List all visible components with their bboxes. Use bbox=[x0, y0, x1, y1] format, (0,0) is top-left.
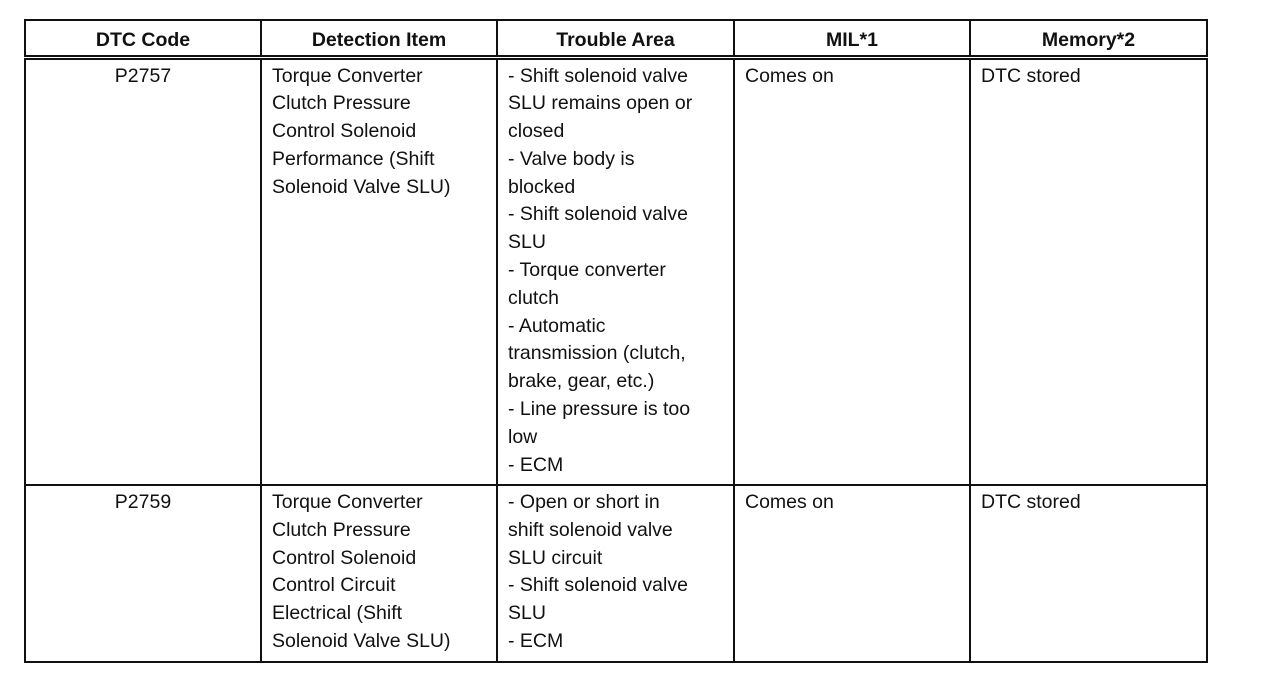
detection-line: Solenoid Valve SLU) bbox=[272, 629, 451, 652]
detection-line: Solenoid Valve SLU) bbox=[272, 175, 451, 198]
trouble-line: brake, gear, etc.) bbox=[508, 370, 655, 393]
trouble-line: SLU bbox=[508, 231, 546, 254]
trouble-line: clutch bbox=[508, 286, 559, 309]
header-mil: MIL*1 bbox=[733, 19, 971, 58]
table-row: P2757 Torque Converter Clutch Pressure C… bbox=[24, 54, 1208, 486]
trouble-area-cell: - Open or short in shift solenoid valve … bbox=[496, 484, 735, 663]
mil-cell: Comes on bbox=[733, 54, 971, 486]
detection-line: Clutch Pressure bbox=[272, 518, 411, 541]
trouble-line: - Shift solenoid valve bbox=[508, 64, 688, 87]
dtc-table: DTC Code Detection Item Trouble Area MIL… bbox=[24, 19, 1208, 663]
header-row: DTC Code Detection Item Trouble Area MIL… bbox=[24, 19, 1208, 58]
trouble-line: low bbox=[508, 425, 538, 448]
memory-cell: DTC stored bbox=[969, 54, 1208, 486]
trouble-line: closed bbox=[508, 120, 565, 143]
trouble-line: - Torque converter bbox=[508, 259, 666, 282]
header-trouble-area: Trouble Area bbox=[496, 19, 735, 58]
dtc-code-cell: P2759 bbox=[24, 484, 262, 663]
table-body: P2757 Torque Converter Clutch Pressure C… bbox=[24, 54, 1208, 663]
dtc-code-cell: P2757 bbox=[24, 54, 262, 486]
detection-line: Control Solenoid bbox=[272, 120, 417, 143]
trouble-line: - Line pressure is too bbox=[508, 398, 691, 421]
trouble-area-cell: - Shift solenoid valve SLU remains open … bbox=[496, 54, 735, 486]
trouble-line: blocked bbox=[508, 175, 576, 198]
trouble-line: - ECM bbox=[508, 453, 564, 476]
memory-cell: DTC stored bbox=[969, 484, 1208, 663]
trouble-line: - Shift solenoid valve bbox=[508, 203, 688, 226]
header-dtc-code: DTC Code bbox=[24, 19, 262, 58]
trouble-line: - Open or short in bbox=[508, 491, 660, 513]
trouble-line: shift solenoid valve bbox=[508, 518, 673, 541]
header-detection-item: Detection Item bbox=[260, 19, 498, 58]
detection-line: Electrical (Shift bbox=[272, 602, 403, 625]
trouble-line: SLU bbox=[508, 602, 546, 625]
trouble-line: SLU circuit bbox=[508, 546, 603, 569]
trouble-line: - Automatic bbox=[508, 314, 606, 337]
detection-line: Torque Converter bbox=[272, 64, 423, 87]
header-memory: Memory*2 bbox=[969, 19, 1208, 58]
table-row: P2759 Torque Converter Clutch Pressure C… bbox=[24, 484, 1208, 663]
detection-item-cell: Torque Converter Clutch Pressure Control… bbox=[260, 484, 498, 663]
detection-line: Control Solenoid bbox=[272, 546, 417, 569]
table-header: DTC Code Detection Item Trouble Area MIL… bbox=[24, 19, 1208, 58]
trouble-line: - ECM bbox=[508, 629, 564, 652]
detection-line: Clutch Pressure bbox=[272, 92, 411, 115]
trouble-line: SLU remains open or bbox=[508, 92, 693, 115]
mil-cell: Comes on bbox=[733, 484, 971, 663]
trouble-line: - Shift solenoid valve bbox=[508, 574, 688, 597]
detection-item-cell: Torque Converter Clutch Pressure Control… bbox=[260, 54, 498, 486]
detection-line: Performance (Shift bbox=[272, 147, 435, 170]
trouble-line: transmission (clutch, bbox=[508, 342, 686, 365]
detection-line: Control Circuit bbox=[272, 574, 396, 597]
detection-line: Torque Converter bbox=[272, 491, 423, 513]
trouble-line: - Valve body is bbox=[508, 147, 635, 170]
